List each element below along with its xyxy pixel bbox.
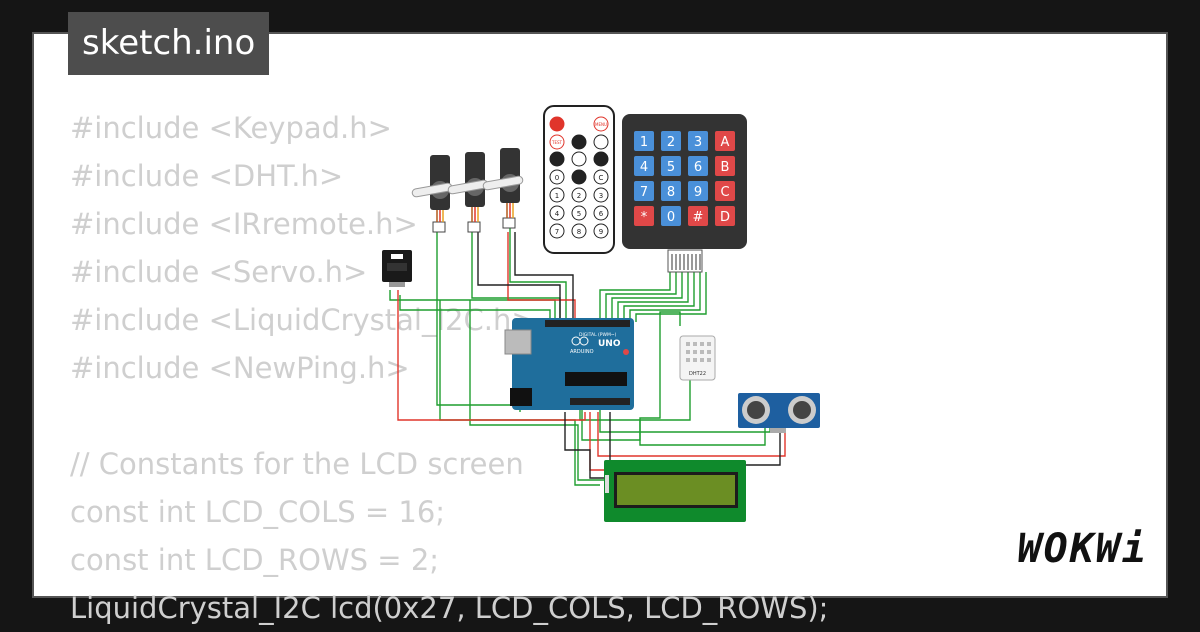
remote-button-label: TEST (551, 140, 563, 145)
remote-button-label: 5 (577, 210, 581, 218)
keypad-key-label: C (720, 185, 729, 200)
remote-zero-button (549, 169, 565, 185)
arduino-uno: DIGITAL (PWM~) UNO ARDUINO (504, 318, 634, 410)
code-line: #include <DHT.h> (70, 159, 344, 193)
keypad-key (634, 156, 654, 176)
dht22-label: DHT22 (689, 371, 706, 377)
remote-button-label: 3 (599, 192, 603, 200)
servo-1 (411, 155, 453, 233)
servo-motors (411, 148, 524, 233)
remote-digit-button (593, 223, 609, 239)
keypad-key (715, 181, 735, 201)
code-line: // Constants for the LCD screen (70, 447, 524, 481)
code-line: const int LCD_COLS = 16; (70, 495, 446, 529)
keypad-key-label: # (693, 210, 704, 225)
keypad-key-label: 5 (667, 160, 675, 175)
keypad-key (661, 131, 681, 151)
arduino-board-label: UNO (598, 339, 621, 349)
code-line: LiquidCrystal_I2C lcd(0x27, LCD_COLS, LC… (70, 591, 829, 625)
keypad-key (634, 181, 654, 201)
ultrasonic-sensor (738, 393, 820, 433)
remote-digit-button (549, 223, 565, 239)
keypad-key-label: 0 (667, 210, 675, 225)
keypad-key-label: 9 (694, 185, 702, 200)
keypad-key (688, 181, 708, 201)
keypad-key-label: 3 (694, 135, 702, 150)
keypad-key-label: A (721, 135, 730, 150)
code-line: #include <Keypad.h> (70, 111, 392, 145)
remote-button-label: MENU (595, 122, 607, 127)
file-tab[interactable]: sketch.ino (68, 12, 270, 75)
keypad-key (634, 131, 654, 151)
remote-digit-button (571, 223, 587, 239)
keypad-key-label: * (641, 210, 648, 225)
wires (389, 228, 786, 486)
keypad-key-label: D (720, 210, 730, 225)
code-line: const int LCD_ROWS = 2; (70, 543, 440, 577)
remote-next-button (593, 151, 609, 167)
keypad-key (715, 131, 735, 151)
remote-power-button (549, 116, 565, 132)
remote-digit-button (549, 205, 565, 221)
keypad-key-label: 2 (667, 135, 675, 150)
remote-button-label: C (599, 174, 604, 182)
remote-button-label: 9 (599, 228, 603, 236)
remote-button-label: 1 (555, 192, 559, 200)
keypad-key-label: 6 (694, 160, 702, 175)
keypad-key-label: 8 (667, 185, 675, 200)
remote-button-label: 8 (577, 228, 581, 236)
remote-button-label: 0 (555, 174, 559, 182)
remote-digit-button (571, 205, 587, 221)
remote-button-label: 6 (599, 210, 604, 218)
remote-test-button (549, 134, 565, 150)
keypad-key (688, 156, 708, 176)
wokwi-logo: WOKWi (1017, 526, 1148, 572)
rtc-module (382, 250, 412, 287)
remote-menu-button (593, 116, 609, 132)
remote-button-label: 7 (555, 228, 559, 236)
remote-button-label: 2 (577, 192, 581, 200)
keypad-key (661, 156, 681, 176)
arduino-header-label: DIGITAL (PWM~) (579, 332, 617, 338)
code-line: #include <Servo.h> (70, 255, 368, 289)
code-line: #include <NewPing.h> (70, 351, 410, 385)
keypad: 1 2 3 A 4 5 6 B 7 8 9 C * 0 # D (622, 114, 747, 273)
remote-button-label: 4 (555, 210, 560, 218)
remote-digit-button (549, 187, 565, 203)
keypad-key (688, 206, 708, 226)
arduino-brand-label: ARDUINO (570, 349, 594, 355)
remote-play-button (571, 151, 587, 167)
remote-prev-button (549, 151, 565, 167)
dht22-sensor: DHT22 (679, 335, 716, 381)
keypad-key-label: B (721, 160, 730, 175)
servo-2 (447, 152, 489, 233)
keypad-key (661, 206, 681, 226)
remote-digit-button (593, 187, 609, 203)
remote-plus-button (571, 134, 587, 150)
keypad-key (634, 206, 654, 226)
code-preview: #include <Keypad.h> #include <DHT.h> #incl… (70, 104, 828, 632)
ir-remote: MENU TEST 0 C 1 2 3 4 5 6 7 8 9 (543, 105, 615, 254)
remote-minus-button (571, 169, 587, 185)
lcd-display (604, 460, 746, 522)
keypad-key (715, 156, 735, 176)
code-line: #include <IRremote.h> (70, 207, 418, 241)
keypad-key-label: 1 (640, 135, 648, 150)
keypad-key (715, 206, 735, 226)
keypad-key-label: 7 (640, 185, 648, 200)
remote-digit-button (571, 187, 587, 203)
remote-digit-button (593, 205, 609, 221)
servo-3 (482, 148, 524, 229)
code-line: #include <LiquidCrystal_I2C.h> (70, 303, 536, 337)
keypad-key-label: 4 (640, 160, 648, 175)
remote-back-button (593, 134, 609, 150)
keypad-key (688, 131, 708, 151)
keypad-key (661, 181, 681, 201)
remote-c-button (593, 169, 609, 185)
